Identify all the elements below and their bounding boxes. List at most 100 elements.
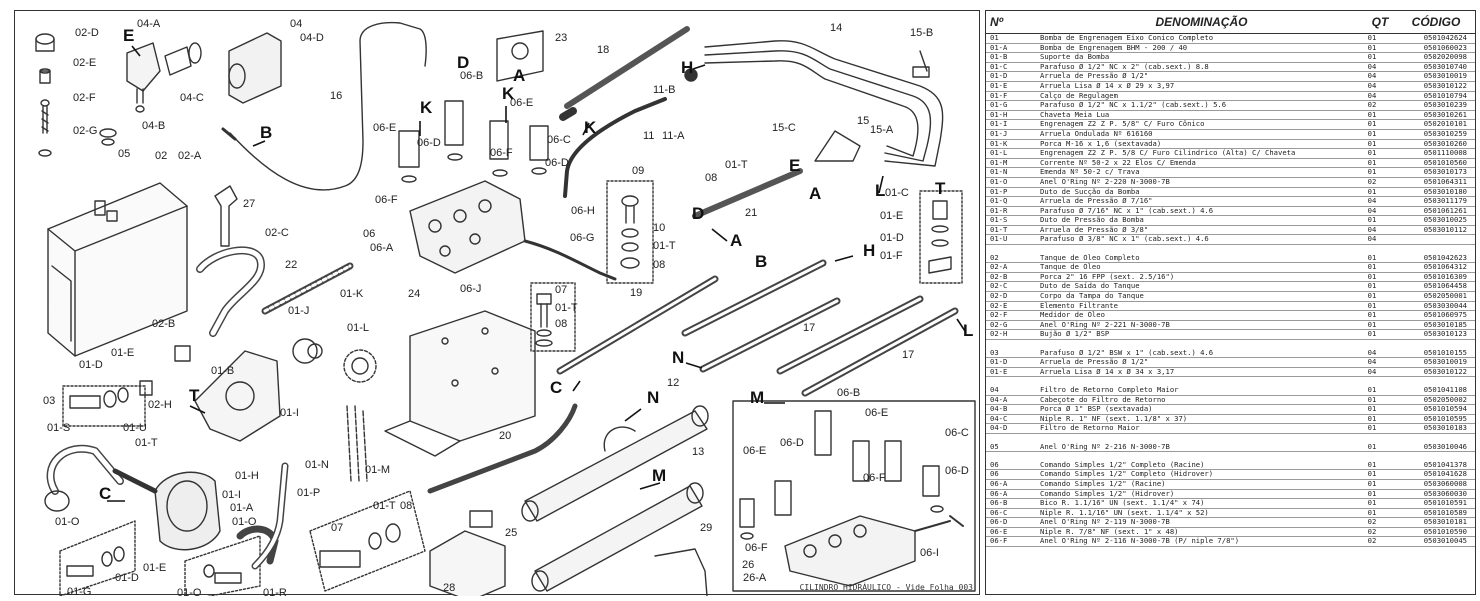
cell-code: 0501060023 xyxy=(1423,42,1467,52)
part-label: 15-C xyxy=(772,122,796,134)
cell-number: 06-A xyxy=(990,479,1008,488)
cell-number: 01-F xyxy=(990,91,1008,100)
cell-denomination: Elemento Filtrante xyxy=(1040,301,1118,310)
cell-number: 01-H xyxy=(990,110,1008,119)
cell-code: 0501010595 xyxy=(1423,413,1467,423)
cell-denomination: Calço de Regulagem xyxy=(1040,91,1118,100)
cell-number: 02-C xyxy=(990,282,1008,291)
cell-denomination: Porca M-16 x 1,6 (sextavada) xyxy=(1040,139,1162,148)
cell-denomination: Parafuso Ø 1/2" NC x 2" (cab.sext.) 8.8 xyxy=(1040,62,1209,71)
cell-quantity: 01 xyxy=(1367,404,1377,414)
part-label: 04-A xyxy=(137,18,161,30)
cell-quantity: 04 xyxy=(1367,205,1377,215)
diagram-drawing: 02-D02-E02-F02-G04-A0404-D04-B04-C050202… xyxy=(35,18,976,596)
part-label: 01-Q xyxy=(177,587,202,596)
cell-code: 0503010239 xyxy=(1423,100,1467,110)
part-label: 13 xyxy=(692,446,704,458)
cell-denomination: Emenda Nº 50-2 c/ Trava xyxy=(1040,168,1140,177)
cell-code: 0503030044 xyxy=(1423,300,1467,310)
part-label: 25 xyxy=(505,527,517,539)
cell-denomination: Porca 2" 16 FPP (sext. 2.5/16") xyxy=(1040,272,1175,281)
cell-number: 04-A xyxy=(990,395,1008,404)
part-label: 01-R xyxy=(263,587,287,596)
cell-number: 01 xyxy=(990,34,999,42)
part-label: 23 xyxy=(555,32,567,44)
cell-number: 04 xyxy=(990,385,999,394)
part-label: 06-G xyxy=(570,232,594,244)
part-label: 06-F xyxy=(745,542,768,554)
cell-code: 0501064312 xyxy=(1423,262,1467,272)
cell-number: 01-S xyxy=(990,216,1008,225)
cell-number: 01-Q xyxy=(990,197,1008,206)
cell-quantity: 01 xyxy=(1367,138,1377,148)
part-label: 17 xyxy=(902,349,914,361)
cell-code: 0503010185 xyxy=(1423,319,1467,329)
cell-quantity: 04 xyxy=(1367,61,1377,71)
cell-code xyxy=(1389,235,1475,244)
part-label: 01-E xyxy=(143,562,166,574)
connection-letter: A xyxy=(730,231,742,250)
chain-01M xyxy=(346,405,368,482)
cell-denomination: Medidor de Óleo xyxy=(1040,311,1105,320)
connection-letter: D xyxy=(457,53,469,72)
cell-number: 03 xyxy=(990,348,999,357)
cell-denomination: Anel O'Ring Nº 2-216 N-3000-7B xyxy=(1040,442,1170,451)
return-filter xyxy=(99,32,282,146)
cell-number: 02 xyxy=(990,253,999,262)
cell-code: 0503010740 xyxy=(1423,61,1467,71)
part-label: 01-H xyxy=(235,470,259,482)
cell-code: 0502050002 xyxy=(1423,394,1467,404)
cell-quantity: 02 xyxy=(1367,536,1377,546)
connection-letter: C xyxy=(550,378,562,397)
cell-quantity: 04 xyxy=(1367,347,1377,357)
part-label: 02 xyxy=(155,150,167,162)
part-label: 01-T xyxy=(653,240,676,252)
cell-quantity: 01 xyxy=(1367,498,1377,508)
header-quantity: QT xyxy=(1371,15,1389,29)
part-label: 06-D xyxy=(780,437,804,449)
part-label: 02-D xyxy=(75,27,99,39)
part-label: 08 xyxy=(400,500,412,512)
cell-quantity: 01 xyxy=(1367,157,1377,167)
clamp-23 xyxy=(496,30,544,82)
cell-number: 01-I xyxy=(990,120,1008,129)
cell-denomination: Porca Ø 1" BSP (sextavada) xyxy=(1040,405,1153,414)
bolt-group-bottom xyxy=(309,490,426,592)
part-label: 20 xyxy=(499,430,511,442)
part-label: 11-B xyxy=(653,84,675,96)
cell-denomination: Comando Simples 1/2" Completo (Racine) xyxy=(1040,460,1205,469)
part-label: 02-E xyxy=(73,57,96,69)
part-label: 01-D xyxy=(880,232,904,244)
diagram-caption: CILINDRO HIDRÁULICO - Vide Folha 003 xyxy=(799,583,973,592)
pump-bracket xyxy=(194,338,377,442)
part-label: 06-B xyxy=(460,70,483,82)
part-label: 02-A xyxy=(178,150,202,162)
part-label: 11-A xyxy=(662,130,685,142)
table-spacer xyxy=(986,245,1475,254)
cell-number: 01-D xyxy=(990,72,1008,81)
connection-letter: K xyxy=(420,98,433,117)
part-label: 01-I xyxy=(280,407,299,419)
connection-letter: E xyxy=(789,156,800,175)
cell-number: 06 xyxy=(990,470,999,479)
cell-number: 06-E xyxy=(990,527,1008,536)
cell-code: 0503060008 xyxy=(1423,478,1467,488)
cell-code: 0502020098 xyxy=(1423,52,1467,62)
part-label: 06-E xyxy=(865,407,888,419)
header-denomination: DENOMINAÇÃO xyxy=(1155,15,1248,29)
cell-denomination: Corrente Nº 50-2 x 22 Elos C/ Emenda xyxy=(1040,158,1196,167)
cell-quantity: 02 xyxy=(1367,176,1377,186)
